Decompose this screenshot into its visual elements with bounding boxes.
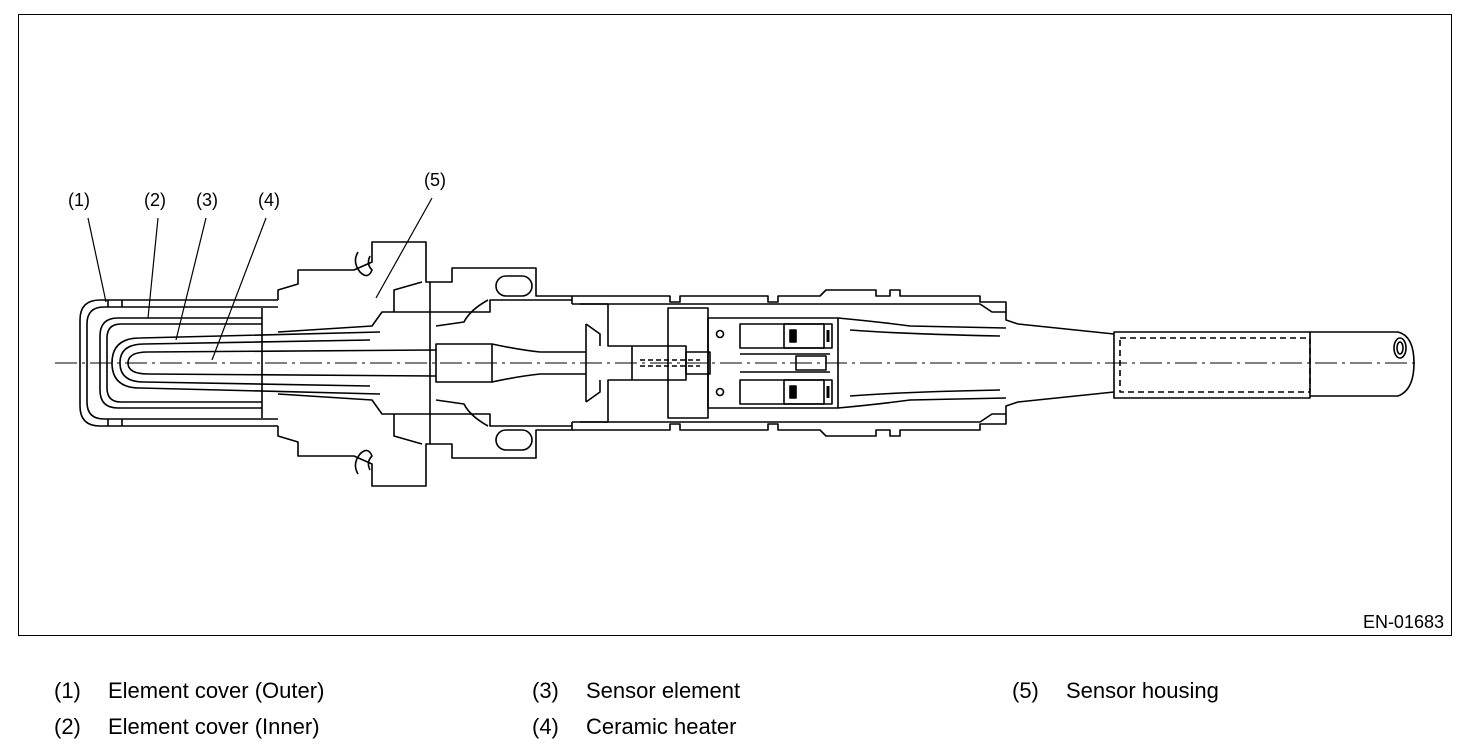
sensor-element [111,331,381,395]
legend-item-5: (5) Sensor housing [1012,678,1219,704]
legend-label: Element cover (Outer) [108,678,325,703]
protective-case [572,289,1115,437]
terminal [631,323,833,405]
callout-1: (1) [68,190,90,210]
oxygen-sensor-cross-section: (1) (2) (3) (4) (5) [55,170,1420,487]
legend-number: (3) [532,678,559,703]
legend: (1) Element cover (Outer) (2) Element cove… [0,672,1472,752]
callout-5: (5) [424,170,446,190]
sensor-housing [277,241,632,487]
legend-number: (5) [1012,678,1039,703]
legend-label: Sensor element [586,678,741,703]
legend-label: Ceramic heater [586,714,737,739]
element-cover-inner [99,308,263,418]
leader-lines [87,197,433,361]
diagram-frame [18,14,1452,636]
legend-item-2: (2) Element cover (Inner) [54,714,320,740]
legend-label: Element cover (Inner) [108,714,320,739]
element-cover-outer [79,299,278,427]
legend-item-4: (4) Ceramic heater [532,714,736,740]
ceramic-heater [127,343,586,383]
legend-label: Sensor housing [1066,678,1219,703]
callout-4: (4) [258,190,280,210]
legend-number: (2) [54,714,81,739]
callout-3: (3) [196,190,218,210]
legend-number: (4) [532,714,559,739]
legend-item-3: (3) Sensor element [532,678,740,704]
legend-item-1: (1) Element cover (Outer) [54,678,324,704]
retaining-clip [354,251,373,475]
callout-2: (2) [144,190,166,210]
legend-number: (1) [54,678,81,703]
sensor-cable [1113,331,1415,399]
figure-code: EN-01683 [1362,612,1444,632]
